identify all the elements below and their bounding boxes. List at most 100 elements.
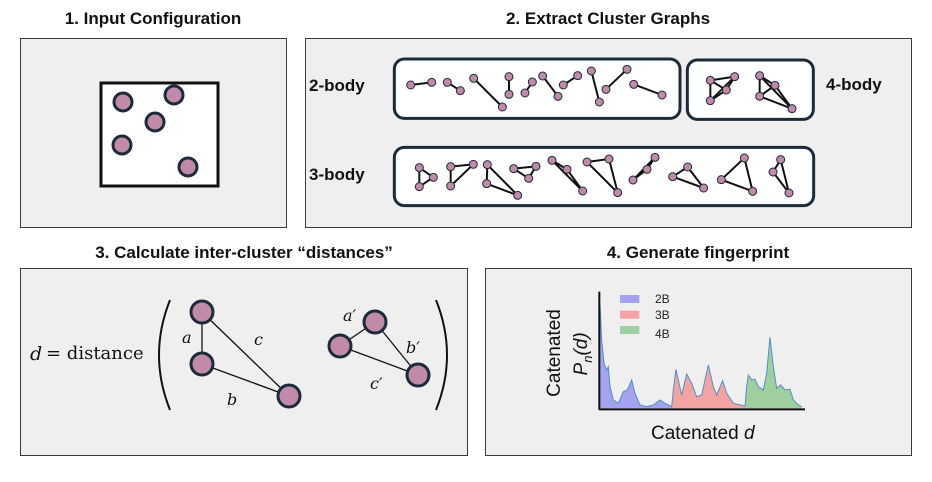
area-3b: [671, 365, 745, 409]
panel-1-title: 1. Input Configuration: [64, 9, 242, 28]
legend-label-4b: 4B: [655, 327, 670, 341]
graph-node: [362, 309, 388, 335]
x-label-text: Catenated: [651, 423, 739, 444]
cluster-atom: [721, 85, 731, 95]
cluster-atom: [586, 66, 596, 76]
cluster-atom: [504, 89, 514, 99]
cluster-atom: [776, 155, 786, 165]
edge-c-prime: [339, 345, 419, 376]
cluster-atom: [406, 80, 416, 90]
panel-2-title: 2. Extract Cluster Graphs: [505, 9, 711, 28]
edge-label-c: c: [254, 330, 263, 349]
cluster-atom: [446, 181, 456, 191]
edge-c: [201, 311, 290, 397]
cluster-atom: [748, 186, 758, 196]
cluster-atom: [683, 162, 693, 172]
atom: [112, 91, 134, 113]
cluster-bond: [486, 163, 519, 197]
cluster-atom: [601, 84, 611, 94]
cluster-atom: [739, 153, 749, 163]
atom: [144, 111, 166, 133]
cluster-atom: [755, 71, 765, 81]
cluster-atom: [622, 64, 632, 74]
cluster-atom: [716, 175, 726, 185]
cluster-atom: [427, 77, 437, 87]
cluster-atom: [497, 102, 507, 112]
cluster-atom: [558, 80, 568, 90]
cluster-atom: [604, 154, 614, 164]
cluster-bond: [759, 95, 793, 110]
legend-swatch-2b: [620, 295, 640, 303]
edge-label-b-prime: b′: [406, 338, 420, 357]
cluster-atom: [668, 172, 678, 182]
atom: [177, 156, 199, 178]
cluster-atom: [428, 172, 438, 182]
cluster-atom: [446, 162, 456, 172]
x-axis-label: Catenated d: [651, 423, 755, 445]
cluster-atom: [482, 160, 492, 170]
two-body-box: [392, 57, 682, 120]
label-4-body: 4-body: [826, 75, 882, 94]
cluster-bond: [472, 77, 504, 108]
cluster-atom: [650, 152, 660, 162]
panel-4-title: 4. Generate fingerprint: [606, 243, 790, 262]
legend-label-3b: 3B: [655, 308, 670, 322]
x-label-var: d: [743, 423, 755, 444]
formula-distance: = distance: [46, 343, 144, 364]
atom: [163, 84, 185, 106]
cluster-atom: [582, 157, 592, 167]
cluster-atom: [768, 167, 778, 177]
left-parenthesis: [158, 299, 171, 411]
y-label-p: P: [571, 362, 593, 376]
cluster-bond: [774, 84, 793, 110]
cluster-atom: [455, 86, 465, 96]
cluster-bond: [672, 175, 705, 189]
cluster-atom: [509, 164, 519, 174]
cluster-atom: [642, 164, 652, 174]
edge-b: [201, 363, 290, 397]
cluster-atom: [513, 190, 523, 200]
cluster-graphs: [392, 57, 816, 208]
cluster-atom: [520, 88, 530, 98]
edge-label-c-prime: c′: [370, 374, 383, 393]
cluster-atom: [629, 79, 639, 89]
cluster-atom: [594, 97, 604, 107]
cluster-atom: [755, 91, 765, 101]
area-2b: [600, 305, 672, 409]
graph-node: [405, 362, 431, 388]
fingerprint-plot: [598, 291, 805, 411]
cluster-atom: [527, 77, 537, 87]
fingerprint-curve: [599, 304, 802, 408]
cluster-atom: [578, 186, 588, 196]
area-4b: [745, 337, 802, 409]
cluster-atom: [705, 75, 715, 85]
cluster-atom: [482, 179, 492, 189]
cluster-atom: [613, 188, 623, 198]
cluster-atom: [573, 71, 583, 81]
cluster-bond: [449, 163, 475, 187]
edge-label-b: b: [227, 390, 238, 409]
cluster-atom: [504, 72, 514, 82]
cluster-atom: [468, 159, 478, 169]
cluster-bond: [551, 159, 584, 192]
cluster-bond: [720, 157, 746, 181]
cluster-atom: [628, 175, 638, 185]
label-2-body: 2-body: [309, 76, 365, 95]
legend-swatch-4b: [620, 326, 640, 334]
cluster-atom: [784, 188, 794, 198]
formula-d: d: [30, 343, 43, 365]
cluster-atom: [705, 96, 715, 106]
atom: [111, 134, 133, 156]
cluster-atom: [414, 163, 424, 173]
cluster-atom: [699, 183, 709, 193]
cluster-bond: [586, 161, 619, 194]
y-axis-label-top: Catenated: [544, 309, 565, 397]
cluster-atom: [414, 182, 424, 192]
graph-node: [276, 383, 302, 409]
cluster-bond: [590, 70, 601, 103]
cluster-bond: [758, 74, 793, 110]
y-label-arg: (d): [571, 332, 593, 356]
cluster-bond: [605, 68, 628, 91]
